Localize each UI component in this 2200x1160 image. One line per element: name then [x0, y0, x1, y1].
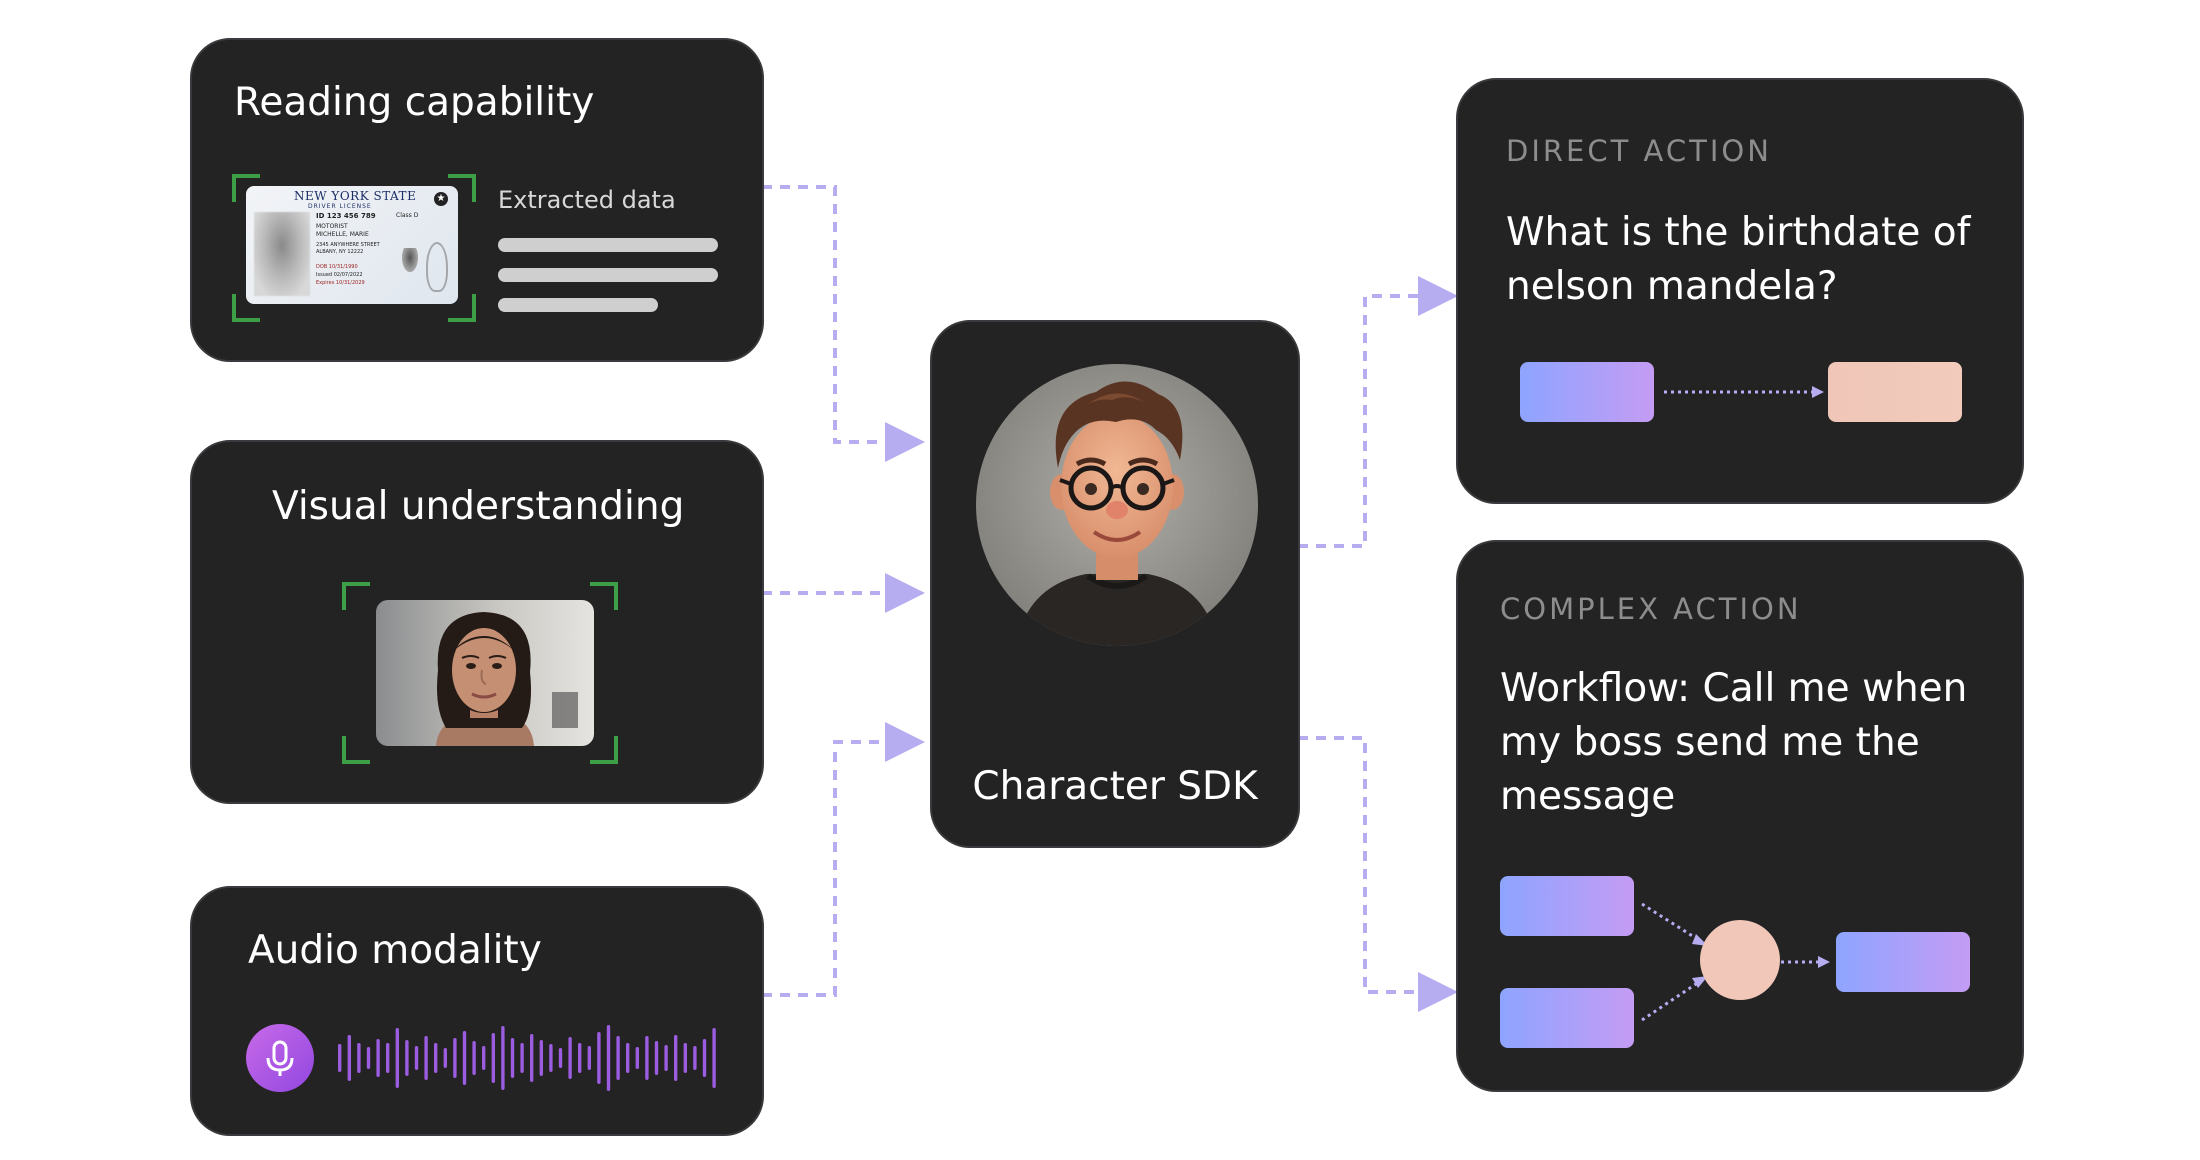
waveform-bar	[338, 1044, 342, 1072]
connector-sdk-to-direct	[1298, 276, 1458, 548]
license-state: NEW YORK STATE	[294, 189, 417, 203]
complex-action-decision-node	[1700, 920, 1780, 1000]
connector-sdk-to-complex	[1298, 736, 1458, 1012]
waveform-bar	[606, 1025, 611, 1091]
waveform-bar	[530, 1034, 534, 1082]
waveform-bar	[414, 1046, 419, 1070]
driver-license-image: NEW YORK STATE DRIVER LICENSE ★ ID 123 4…	[246, 186, 458, 304]
waveform-bar	[712, 1028, 716, 1088]
waveform-bar	[616, 1036, 620, 1080]
microphone-icon	[246, 1024, 314, 1092]
woman-face-photo	[376, 600, 594, 746]
visual-understanding-title: Visual understanding	[272, 484, 685, 529]
extracted-data-label: Extracted data	[498, 186, 676, 214]
waveform-bar	[501, 1026, 505, 1090]
complex-action-card: COMPLEX ACTION Workflow: Call me when my…	[1456, 540, 2024, 1092]
waveform-bar	[453, 1038, 457, 1078]
corner-bracket-bl	[342, 736, 370, 764]
complex-action-input-node-2	[1500, 988, 1634, 1048]
waveform-bar	[702, 1039, 707, 1077]
waveform-bar	[443, 1048, 447, 1068]
corner-bracket-br	[590, 736, 618, 764]
license-expires: Expires 10/31/2029	[316, 280, 365, 286]
waveform-bar	[366, 1047, 371, 1069]
extracted-data-line-1	[498, 238, 718, 252]
audio-modality-title: Audio modality	[248, 928, 542, 973]
license-dob: DOB 10/31/1990	[316, 264, 358, 270]
direct-action-flow-arrow	[1664, 386, 1824, 398]
waveform-bar	[482, 1046, 486, 1070]
waveform-bar	[386, 1043, 390, 1073]
waveform-bar	[491, 1033, 495, 1083]
license-type: DRIVER LICENSE	[308, 203, 372, 210]
waveform-bar	[626, 1043, 630, 1073]
connector-reading-to-sdk	[762, 185, 925, 462]
waveform-bar	[664, 1045, 668, 1071]
waveform-bar	[405, 1040, 409, 1076]
complex-action-question: Workflow: Call me when my boss send me t…	[1500, 666, 1968, 819]
waveform-bar	[674, 1035, 678, 1081]
waveform-bar	[347, 1035, 351, 1081]
waveform-bar	[654, 1041, 659, 1075]
visual-understanding-card: Visual understanding	[190, 440, 764, 804]
corner-bracket-tl	[232, 174, 260, 202]
cartoon-character-avatar	[976, 364, 1258, 646]
complex-action-output-node	[1836, 932, 1970, 992]
waveform-bar	[587, 1046, 591, 1070]
license-name-1: MOTORIST	[316, 223, 348, 230]
waveform-bar	[683, 1043, 687, 1073]
license-issued: Issued 02/07/2022	[316, 272, 363, 278]
waveform-bar	[357, 1043, 361, 1073]
direct-action-output-node	[1828, 362, 1962, 422]
waveform-bar	[395, 1028, 399, 1088]
license-signature	[426, 242, 448, 292]
waveform-bar	[578, 1043, 582, 1073]
direct-action-card: DIRECT ACTION What is the birthdate of n…	[1456, 78, 2024, 504]
waveform-bar	[568, 1037, 572, 1079]
license-class: Class D	[396, 212, 419, 219]
waveform-bar	[693, 1046, 697, 1070]
waveform-bar	[472, 1041, 476, 1075]
extracted-data-line-2	[498, 268, 718, 282]
corner-bracket-bl	[232, 294, 260, 322]
corner-bracket-tr	[448, 174, 476, 202]
waveform-bar	[549, 1044, 553, 1072]
direct-action-input-node	[1520, 362, 1654, 422]
complex-action-input-node-1	[1500, 876, 1634, 936]
character-sdk-title: Character SDK	[972, 764, 1258, 809]
corner-bracket-tl	[342, 582, 370, 610]
license-name-2: MICHELLE, MARIE	[316, 231, 369, 238]
license-seal-icon: ★	[434, 192, 448, 206]
waveform-bar	[645, 1036, 649, 1080]
connector-audio-to-sdk	[762, 722, 925, 997]
waveform-bar	[434, 1043, 438, 1073]
waveform-bar	[424, 1036, 428, 1080]
license-id: ID 123 456 789	[316, 212, 376, 220]
waveform-bar	[558, 1048, 563, 1068]
waveform-bar	[597, 1032, 601, 1084]
waveform-bar	[376, 1039, 380, 1077]
extracted-data-line-3	[498, 298, 658, 312]
license-ghost-photo	[402, 248, 418, 272]
license-photo	[254, 212, 310, 296]
license-address-2: ALBANY, NY 12222	[316, 249, 364, 255]
audio-modality-card: Audio modality	[190, 886, 764, 1136]
waveform-bar	[635, 1047, 639, 1069]
complex-action-kicker: COMPLEX ACTION	[1500, 592, 1802, 626]
direct-action-question: What is the birthdate of nelson mandela?	[1506, 210, 1971, 309]
license-address-1: 2345 ANYWHERE STREET	[316, 242, 380, 248]
waveform-bar	[520, 1043, 524, 1073]
direct-action-kicker: DIRECT ACTION	[1506, 134, 1772, 168]
waveform-bar	[539, 1040, 543, 1076]
corner-bracket-br	[448, 294, 476, 322]
character-sdk-card: Character SDK	[930, 320, 1300, 848]
reading-capability-title: Reading capability	[234, 80, 595, 125]
waveform-icon	[338, 1025, 716, 1091]
reading-capability-card: Reading capability NEW YORK STATE DRIVER…	[190, 38, 764, 362]
corner-bracket-tr	[590, 582, 618, 610]
waveform-bar	[510, 1038, 515, 1078]
waveform-bar	[462, 1031, 467, 1085]
